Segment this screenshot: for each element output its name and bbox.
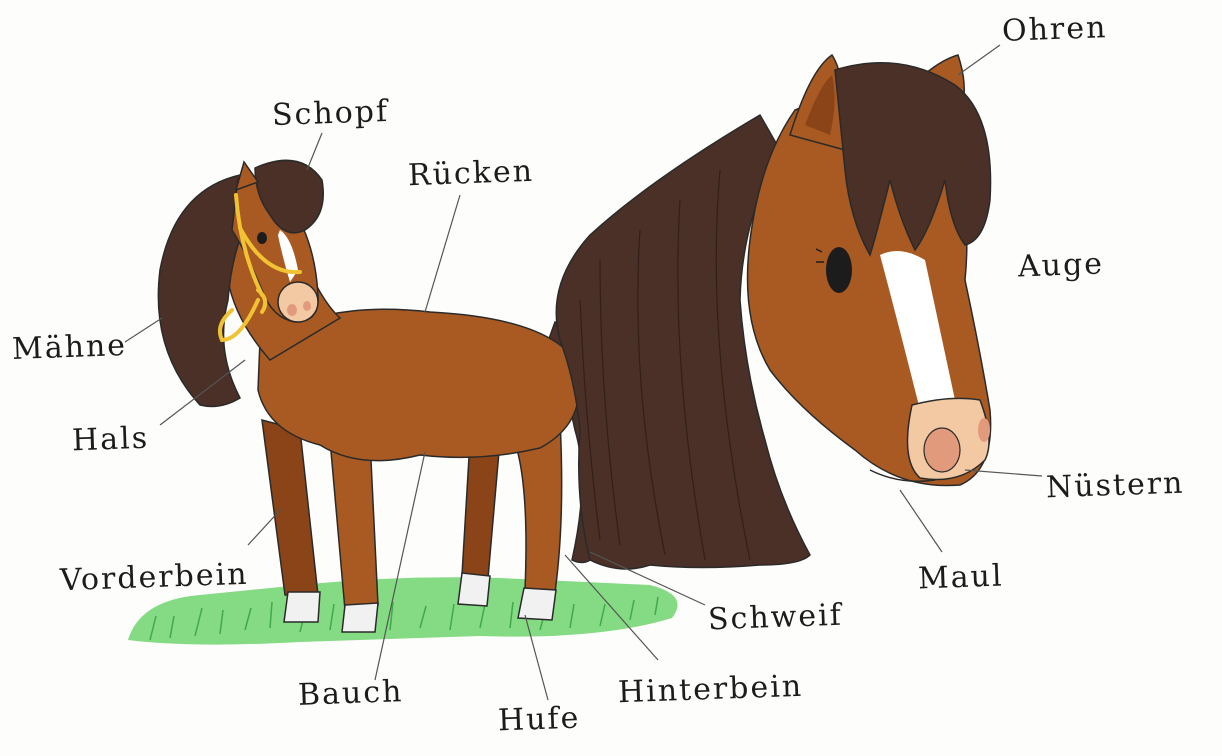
label-hinterbein: Hinterbein (617, 669, 803, 710)
label-maehne: Mähne (11, 328, 127, 367)
label-hals: Hals (71, 421, 149, 459)
label-schopf: Schopf (271, 94, 389, 133)
label-maul: Maul (917, 559, 1004, 597)
pony-front-leg-back (262, 420, 318, 595)
pony-hoof-3 (458, 573, 490, 606)
leader-ohren (958, 45, 1000, 75)
label-auge: Auge (1017, 247, 1104, 285)
leader-maul (900, 490, 942, 552)
pony-hoof-2 (342, 603, 378, 632)
label-nuestern: Nüstern (1045, 466, 1185, 506)
pony-hind-leg-back (462, 440, 500, 578)
label-vorderbein: Vorderbein (59, 557, 249, 599)
pony-hoof-4 (518, 588, 556, 620)
leader-ruecken (425, 195, 460, 312)
closeup-eye (826, 247, 852, 293)
label-hufe: Hufe (497, 701, 581, 739)
label-ohren: Ohren (1001, 10, 1108, 49)
pony-muzzle (278, 282, 318, 322)
closeup-nostril (924, 428, 960, 472)
closeup-forelock (835, 63, 991, 255)
leader-maehne (125, 318, 162, 342)
pony-head-closeup (556, 55, 990, 569)
leader-bauch (375, 452, 425, 680)
label-bauch: Bauch (297, 674, 404, 713)
leader-schopf (307, 133, 322, 170)
label-ruecken: Rücken (407, 154, 534, 193)
pony-hoof-1 (284, 592, 320, 622)
label-schweif: Schweif (707, 598, 843, 638)
pony-eye (257, 232, 267, 244)
